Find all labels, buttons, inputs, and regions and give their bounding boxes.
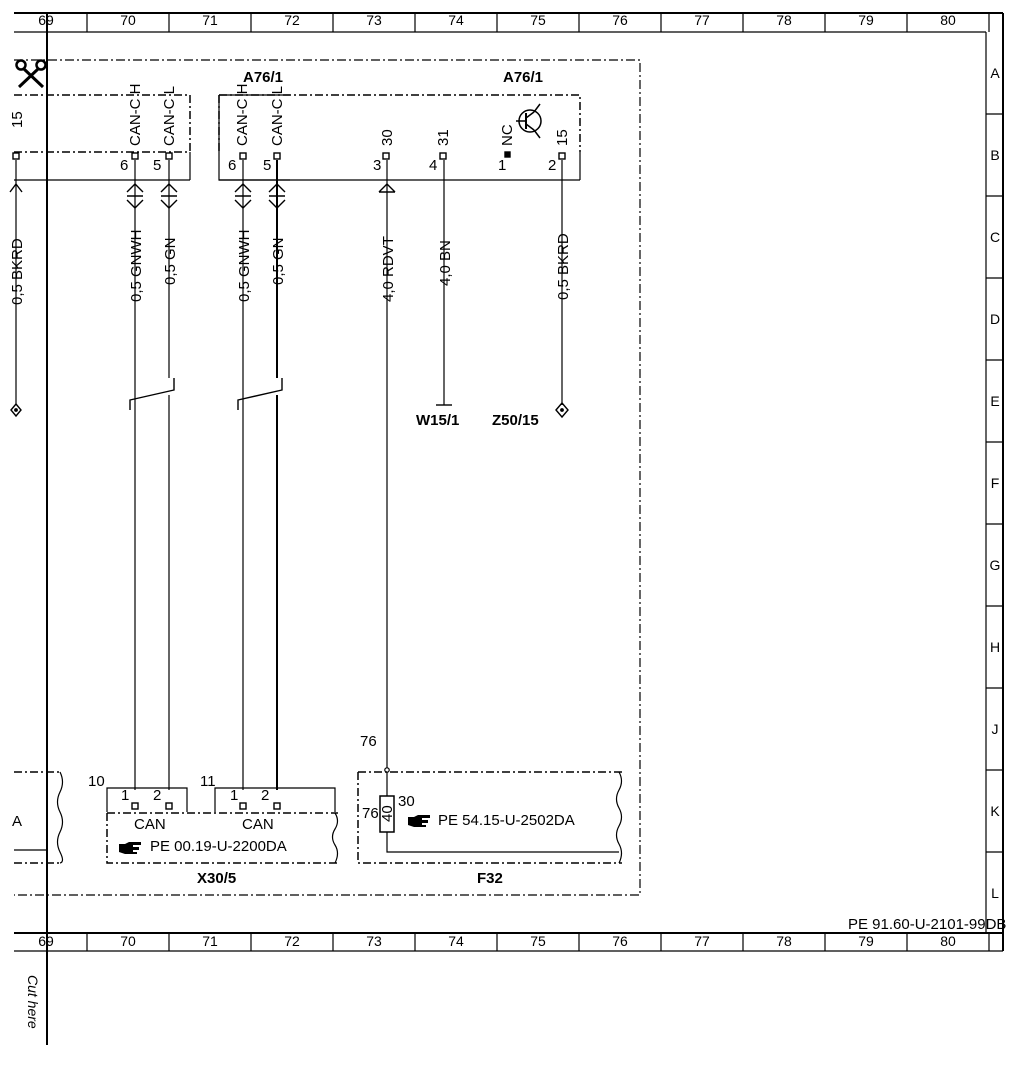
grid-column-label: 78 bbox=[776, 12, 792, 28]
grid-column-label: 76 bbox=[612, 12, 628, 28]
pin-label-15: 15 bbox=[9, 111, 26, 128]
transistor-icon bbox=[516, 103, 542, 139]
pin-number: 6 bbox=[228, 157, 236, 174]
a76-left-module: A76/1 CAN-C H CAN-C L 6 5 bbox=[218, 69, 290, 181]
fuse-pin-out: 30 bbox=[398, 793, 415, 810]
pointing-hand-icon bbox=[408, 815, 430, 827]
right-grid-ruler: A B C D E F G H J K L bbox=[985, 13, 1004, 951]
reference-code: PE 54.15-U-2502DA bbox=[438, 812, 575, 829]
pin-number: 5 bbox=[153, 157, 161, 174]
grid-row-label: L bbox=[991, 885, 999, 901]
pin-label-can-c-l: CAN-C L bbox=[161, 86, 178, 146]
wire-label: 0,5 GN bbox=[162, 237, 179, 285]
grid-row-label: H bbox=[990, 639, 1000, 655]
pin-label-can-c-l: CAN-C L bbox=[269, 86, 286, 146]
wires bbox=[15, 160, 563, 790]
component-label: A76/1 bbox=[503, 69, 543, 86]
group-number: 10 bbox=[88, 773, 105, 790]
pin-number: 5 bbox=[263, 157, 271, 174]
grid-column-label: 76 bbox=[612, 933, 628, 949]
grid-column-label: 72 bbox=[284, 933, 300, 949]
grid-column-label: 75 bbox=[530, 12, 546, 28]
x30-5-connector: 10 11 1 2 1 2 CAN CAN PE 00.19-U-2200DA … bbox=[88, 773, 339, 887]
grid-row-label: E bbox=[990, 393, 999, 409]
grid-row-label: G bbox=[990, 557, 1001, 573]
component-label: F32 bbox=[477, 870, 503, 887]
grid-column-label: 77 bbox=[694, 933, 710, 949]
grid-column-label: 79 bbox=[858, 933, 874, 949]
grid-column-label: 70 bbox=[120, 12, 136, 28]
wire-label: 0,5 BKRD bbox=[555, 233, 572, 300]
wire-label: 0,5 GN bbox=[270, 237, 287, 285]
grid-column-label: 74 bbox=[448, 12, 464, 28]
grid-column-label: 80 bbox=[940, 12, 956, 28]
ground-label-w15: W15/1 bbox=[416, 412, 459, 429]
document-code: PE 91.60-U-2101-99DB bbox=[848, 916, 1006, 933]
grid-column-label: 80 bbox=[940, 933, 956, 949]
pin-number: 4 bbox=[429, 157, 437, 174]
grid-column-label: 77 bbox=[694, 12, 710, 28]
pin-number: 3 bbox=[373, 157, 381, 174]
grid-column-label: 79 bbox=[858, 12, 874, 28]
pin-label-31: 31 bbox=[435, 129, 452, 146]
wire-label: 0,5 GNWH bbox=[236, 229, 253, 302]
wire-label: 0,5 BKRD bbox=[9, 238, 26, 305]
pin-number: 2 bbox=[548, 157, 556, 174]
scissors-icon bbox=[15, 59, 47, 89]
block-label: A bbox=[12, 813, 22, 830]
pointing-hand-icon bbox=[119, 842, 141, 854]
wire-label: 0,5 GNWH bbox=[128, 229, 145, 302]
grid-row-label: C bbox=[990, 229, 1000, 245]
group-number: 11 bbox=[200, 773, 216, 790]
pin-terminals bbox=[12, 151, 566, 160]
connector-symbols bbox=[9, 182, 569, 419]
pin-number: 2 bbox=[153, 787, 161, 804]
wire-number: 76 bbox=[360, 733, 377, 750]
grid-column-label: 72 bbox=[284, 12, 300, 28]
grid-row-label: A bbox=[990, 65, 1000, 81]
left-module: 15 CAN-C H CAN-C L 6 5 bbox=[9, 84, 191, 181]
a76-right-module: A76/1 30 31 NC 15 3 4 1 2 bbox=[219, 69, 581, 181]
fuse-value: 40 bbox=[379, 805, 396, 822]
wire-label: 4,0 RDVT bbox=[380, 236, 397, 302]
grid-column-label: 71 bbox=[202, 12, 218, 28]
pin-number: 2 bbox=[261, 787, 269, 804]
grid-row-label: F bbox=[991, 475, 1000, 491]
wire-label: 4,0 BN bbox=[437, 240, 454, 286]
component-label: X30/5 bbox=[197, 870, 236, 887]
grid-row-label: J bbox=[992, 721, 999, 737]
pin-label-can-c-h: CAN-C H bbox=[127, 84, 144, 147]
fuse-pin-in: 76 bbox=[362, 805, 379, 822]
grid-column-label: 71 bbox=[202, 933, 218, 949]
component-label: A76/1 bbox=[243, 69, 283, 86]
pin-number: 6 bbox=[120, 157, 128, 174]
grid-row-label: B bbox=[990, 147, 999, 163]
pin-label-nc: NC bbox=[499, 124, 516, 146]
grid-row-label: K bbox=[990, 803, 1000, 819]
ground-label-z50: Z50/15 bbox=[492, 412, 539, 429]
bottom-grid-ruler: 697071727374757677787980 bbox=[14, 932, 1003, 952]
reference-code: PE 00.19-U-2200DA bbox=[150, 838, 287, 855]
pin-label-can-c-h: CAN-C H bbox=[234, 84, 251, 147]
grid-column-label: 74 bbox=[448, 933, 464, 949]
grid-column-label: 78 bbox=[776, 933, 792, 949]
grid-row-label: D bbox=[990, 311, 1000, 327]
f32-fuse-block: 76 40 76 30 PE 54.15-U-2502DA F32 bbox=[357, 733, 623, 887]
grid-column-label: 75 bbox=[530, 933, 546, 949]
pin-number: 1 bbox=[498, 157, 506, 174]
outer-frame bbox=[14, 59, 641, 896]
pin-label-30: 30 bbox=[379, 129, 396, 146]
pin-number: 1 bbox=[230, 787, 238, 804]
pin-label-15: 15 bbox=[554, 129, 571, 146]
left-block-a: A bbox=[12, 771, 64, 864]
grid-column-label: 73 bbox=[366, 12, 382, 28]
cut-here-label: Cut here bbox=[25, 975, 41, 1029]
can-label: CAN bbox=[242, 816, 274, 833]
pin-number: 1 bbox=[121, 787, 129, 804]
can-label: CAN bbox=[134, 816, 166, 833]
grid-column-label: 73 bbox=[366, 933, 382, 949]
top-grid-ruler: 697071727374757677787980 bbox=[14, 12, 1003, 33]
grid-column-label: 70 bbox=[120, 933, 136, 949]
